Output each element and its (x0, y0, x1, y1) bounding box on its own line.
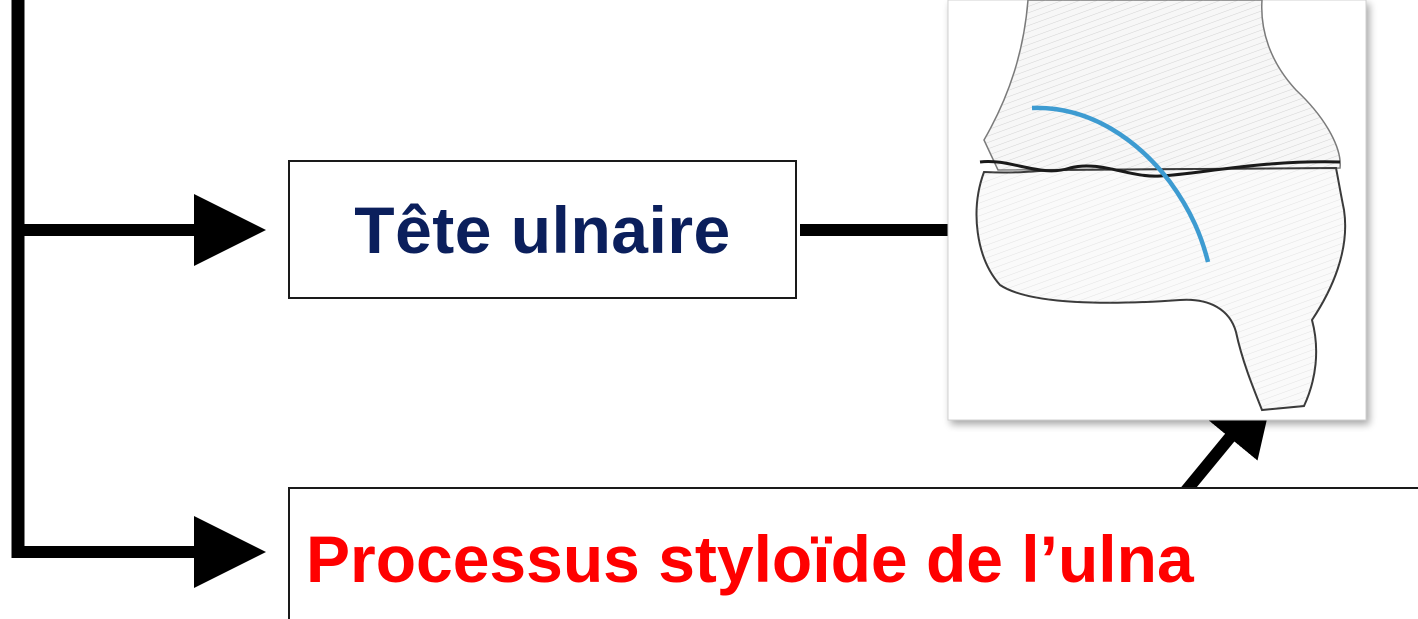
ulnar-head-label-box: Tête ulnaire (288, 160, 797, 299)
ulna-illustration (940, 0, 1378, 432)
styloid-label-box: Processus styloïde de l’ulna (288, 487, 1418, 619)
articular-line (979, 159, 1341, 178)
blue-reference-line (1031, 105, 1211, 263)
ulnar-head-label: Tête ulnaire (354, 192, 731, 267)
styloid-process-label: Processus styloïde de l’ulna (306, 522, 1194, 596)
